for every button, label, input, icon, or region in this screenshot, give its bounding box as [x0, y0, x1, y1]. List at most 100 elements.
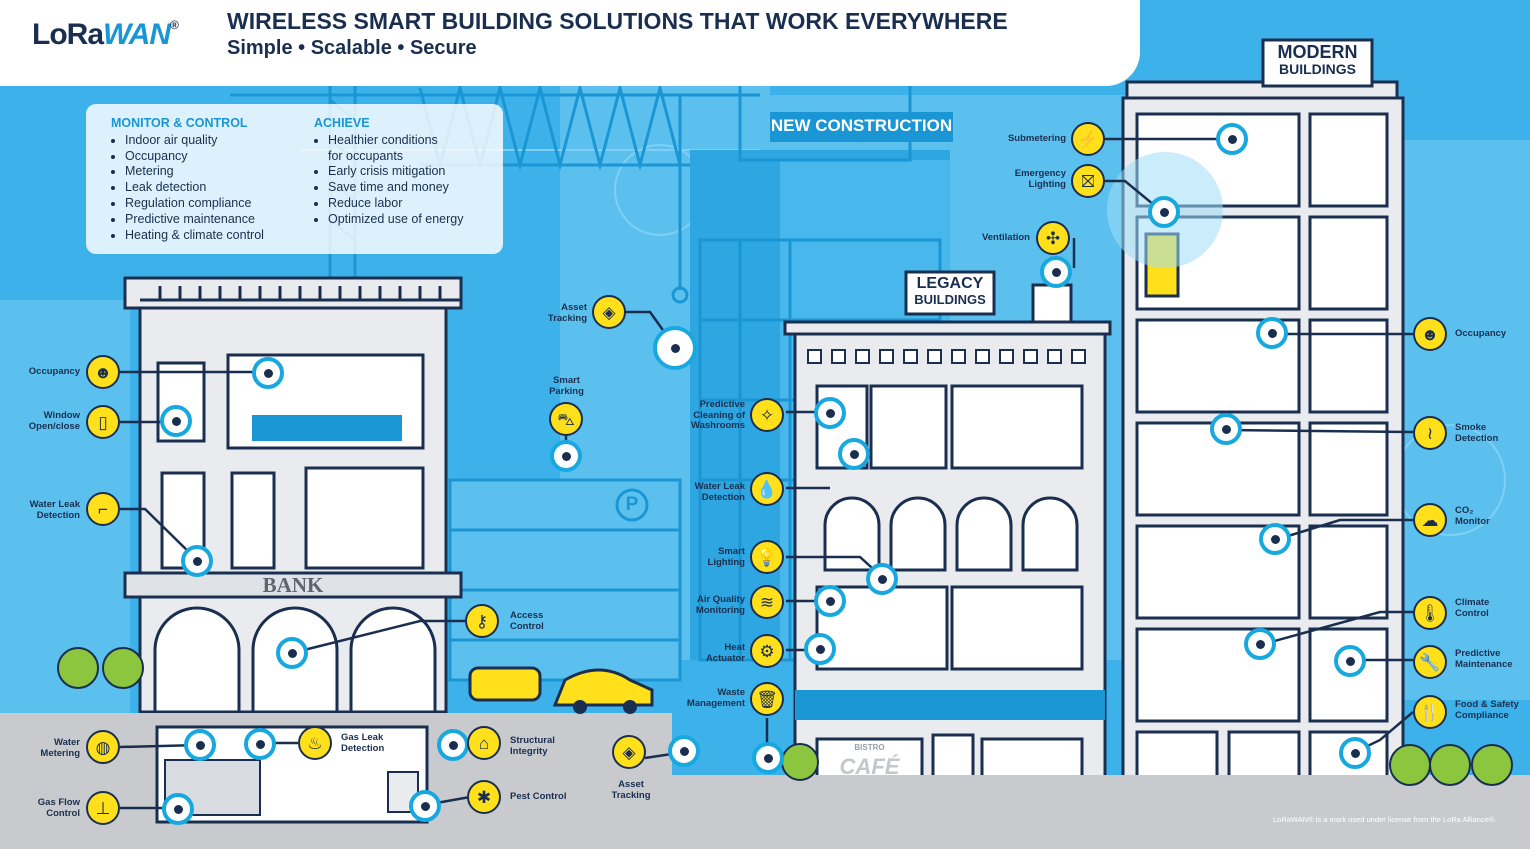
- header-panel: [0, 0, 1140, 86]
- co2-icon[interactable]: ☁: [1413, 503, 1447, 537]
- gas-valve-icon[interactable]: ⊥: [86, 791, 120, 825]
- page-subtitle: Simple • Scalable • Secure: [227, 37, 477, 59]
- monitor-item: Heating & climate control: [125, 228, 264, 244]
- achieve-item: Reduce labor: [328, 196, 464, 212]
- droplet-icon[interactable]: 💧: [750, 472, 784, 506]
- sensor-node: [838, 438, 870, 470]
- label-ventilation: Ventilation: [981, 232, 1030, 243]
- label-pest: Pest Control: [510, 791, 567, 802]
- sensor-node: [181, 545, 213, 577]
- bulb-icon[interactable]: 💡: [750, 540, 784, 574]
- achieve-column: ACHIEVE Healthier conditions for occupan…: [314, 116, 464, 228]
- gear-icon[interactable]: ⚙: [750, 634, 784, 668]
- monitor-title: MONITOR & CONTROL: [111, 116, 248, 130]
- plug-icon[interactable]: ⚡: [1071, 122, 1105, 156]
- sensor-node: [804, 633, 836, 665]
- new-construction-sign: NEW CONSTRUCTION: [770, 116, 953, 135]
- asset-tag-icon[interactable]: ◈: [612, 735, 646, 769]
- legacy-building: [783, 270, 1112, 807]
- sensor-node: [1244, 628, 1276, 660]
- sensor-node: [162, 793, 194, 825]
- thermometer-icon[interactable]: 🌡: [1413, 596, 1447, 630]
- achieve-item: for occupants: [328, 148, 404, 163]
- gas-leak-icon[interactable]: ♨: [298, 726, 332, 760]
- wind-icon[interactable]: ≋: [750, 585, 784, 619]
- achieve-item: Healthier conditions: [328, 133, 464, 149]
- spray-icon[interactable]: ✧: [750, 398, 784, 432]
- cafe-sign-small: BISTRO: [854, 743, 885, 752]
- trash-icon[interactable]: 🗑: [750, 682, 784, 716]
- sensor-node: [668, 735, 700, 767]
- exit-icon[interactable]: ⛝: [1071, 164, 1105, 198]
- page-title: WIRELESS SMART BUILDING SOLUTIONS THAT W…: [227, 8, 1008, 34]
- monitor-item: Predictive maintenance: [125, 212, 264, 228]
- sensor-node: [752, 742, 784, 774]
- house-crack-icon[interactable]: ⌂: [467, 726, 501, 760]
- parking-garage: [448, 478, 682, 682]
- bank-building: [123, 276, 463, 714]
- sensor-node: [160, 405, 192, 437]
- sensor-node: [1040, 256, 1072, 288]
- sensor-node: [1334, 645, 1366, 677]
- monitor-item: Regulation compliance: [125, 196, 264, 212]
- trademark-footnote: LoRaWAN® is a mark used under license fr…: [1273, 815, 1497, 824]
- trees: [57, 647, 1513, 786]
- parking-sign: P: [625, 494, 639, 515]
- modern-building: [1107, 38, 1405, 806]
- occupancy-icon[interactable]: ☻: [86, 355, 120, 389]
- sensor-node: [1339, 737, 1371, 769]
- window-icon[interactable]: ▯: [86, 405, 120, 439]
- sensor-node: [437, 729, 469, 761]
- sensor-node: [1210, 413, 1242, 445]
- parking-car-icon[interactable]: ⛍: [549, 402, 583, 436]
- pest-icon[interactable]: ✱: [467, 780, 501, 814]
- info-box: MONITOR & CONTROL Indoor air quality Occ…: [86, 104, 503, 254]
- wrench-icon[interactable]: 🔧: [1413, 645, 1447, 679]
- sensor-node: [814, 397, 846, 429]
- sensor-node: [1259, 523, 1291, 555]
- water-meter-icon[interactable]: ◍: [86, 730, 120, 764]
- monitor-item: Occupancy: [125, 149, 264, 165]
- food-icon[interactable]: 🍴: [1413, 695, 1447, 729]
- sensor-node: [653, 326, 697, 370]
- sensor-node: [1148, 196, 1180, 228]
- monitor-item: Indoor air quality: [125, 133, 264, 149]
- monitor-item: Metering: [125, 164, 264, 180]
- label-occupancy-left: Occupancy: [28, 366, 80, 377]
- sensor-node: [244, 728, 276, 760]
- sensor-node: [814, 585, 846, 617]
- smoke-icon[interactable]: ≀: [1413, 416, 1447, 450]
- monitor-control-column: MONITOR & CONTROL Indoor air quality Occ…: [111, 116, 264, 243]
- achieve-item: Save time and money: [328, 180, 464, 196]
- pipe-leak-icon[interactable]: ⌐: [86, 492, 120, 526]
- fan-icon[interactable]: ✣: [1036, 221, 1070, 255]
- cafe-sign: CAFÉ: [839, 754, 900, 779]
- occupancy-icon[interactable]: ☻: [1413, 317, 1447, 351]
- key-icon[interactable]: ⚷: [465, 604, 499, 638]
- cars: [468, 666, 654, 714]
- achieve-item: Early crisis mitigation: [328, 164, 464, 180]
- asset-tag-icon[interactable]: ◈: [592, 295, 626, 329]
